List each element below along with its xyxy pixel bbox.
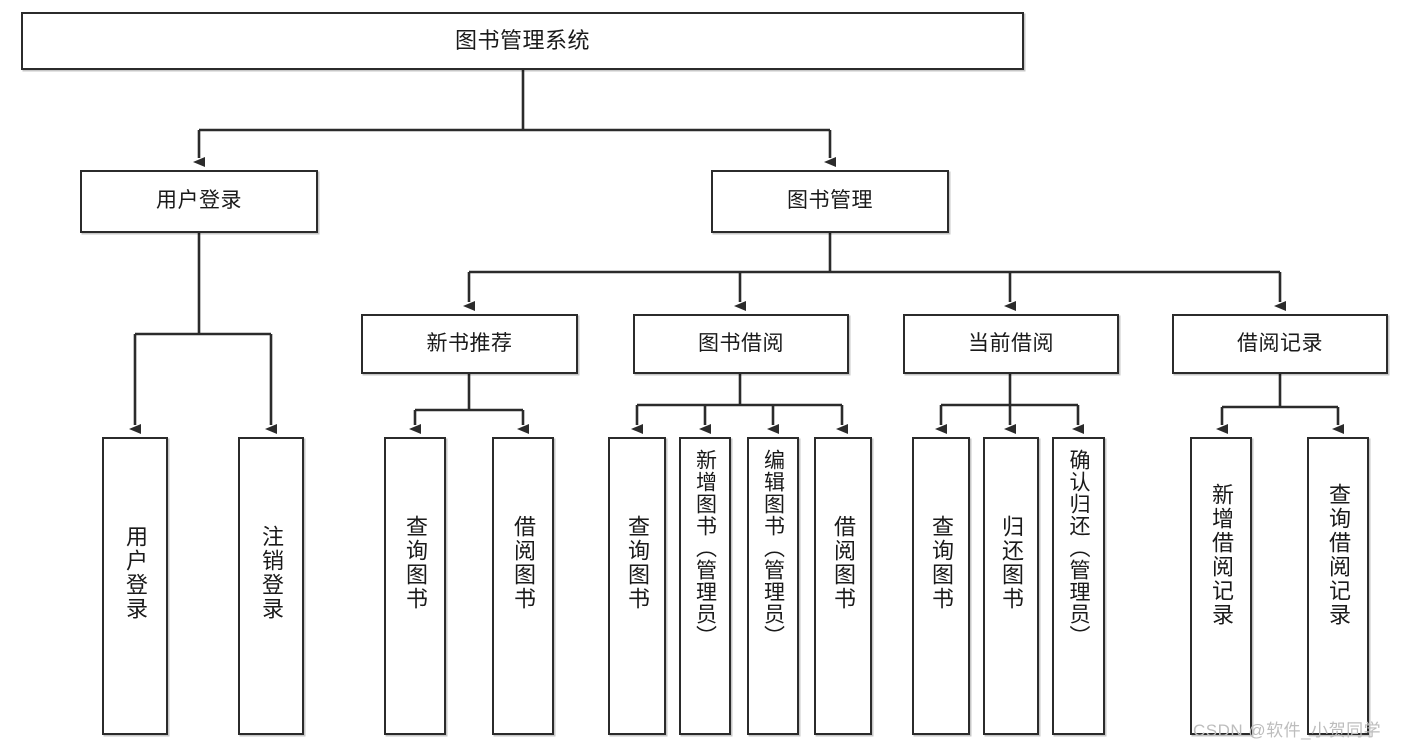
node-new-book-recommend[interactable]: 新书推荐 xyxy=(361,314,578,374)
node-label: 归还图书 xyxy=(999,515,1024,611)
node-current-borrow[interactable]: 当前借阅 xyxy=(903,314,1119,374)
csdn-watermark: CSDN @软件_小贺同学 xyxy=(1193,721,1382,740)
node-label: 新书推荐 xyxy=(426,331,513,355)
node-label: 新增图书（管理员） xyxy=(693,449,717,647)
leaf-user-login[interactable]: 用户登录 xyxy=(102,437,168,735)
leaf-query-book-3[interactable]: 查询图书 xyxy=(912,437,970,735)
leaf-confirm-return[interactable]: 确认归还（管理员） xyxy=(1052,437,1105,735)
node-label: 查询图书 xyxy=(403,515,428,611)
node-label: 用户登录 xyxy=(123,525,148,621)
node-label: 借阅图书 xyxy=(511,515,536,611)
node-label: 图书管理 xyxy=(787,189,873,213)
node-label: 注销登录 xyxy=(259,525,284,621)
node-user-login[interactable]: 用户登录 xyxy=(80,170,318,233)
node-label: 当前借阅 xyxy=(968,331,1054,355)
node-book-management[interactable]: 图书管理 xyxy=(711,170,949,233)
leaf-edit-book[interactable]: 编辑图书（管理员） xyxy=(747,437,799,735)
node-label: 图书管理系统 xyxy=(454,28,590,54)
leaf-add-record[interactable]: 新增借阅记录 xyxy=(1190,437,1252,735)
leaf-logout-login[interactable]: 注销登录 xyxy=(238,437,304,735)
node-label: 查询图书 xyxy=(929,515,954,611)
node-label: 借阅记录 xyxy=(1237,331,1323,355)
leaf-query-book-2[interactable]: 查询图书 xyxy=(608,437,666,735)
node-label: 借阅图书 xyxy=(831,515,856,611)
leaf-return-book[interactable]: 归还图书 xyxy=(983,437,1039,735)
node-label: 确认归还（管理员） xyxy=(1067,449,1090,647)
node-label: 编辑图书（管理员） xyxy=(761,449,785,647)
node-borrow-record[interactable]: 借阅记录 xyxy=(1172,314,1388,374)
node-label: 新增借阅记录 xyxy=(1209,483,1234,627)
leaf-add-book[interactable]: 新增图书（管理员） xyxy=(679,437,731,735)
node-label: 用户登录 xyxy=(156,189,242,213)
leaf-borrow-book-1[interactable]: 借阅图书 xyxy=(492,437,554,735)
leaf-borrow-book-2[interactable]: 借阅图书 xyxy=(814,437,872,735)
node-book-borrow[interactable]: 图书借阅 xyxy=(633,314,849,374)
node-label: 图书借阅 xyxy=(698,331,784,355)
node-label: 查询图书 xyxy=(625,515,650,611)
node-label: 查询借阅记录 xyxy=(1326,483,1351,627)
leaf-query-book-1[interactable]: 查询图书 xyxy=(384,437,446,735)
leaf-query-record[interactable]: 查询借阅记录 xyxy=(1307,437,1369,735)
node-root-system[interactable]: 图书管理系统 xyxy=(21,12,1024,70)
